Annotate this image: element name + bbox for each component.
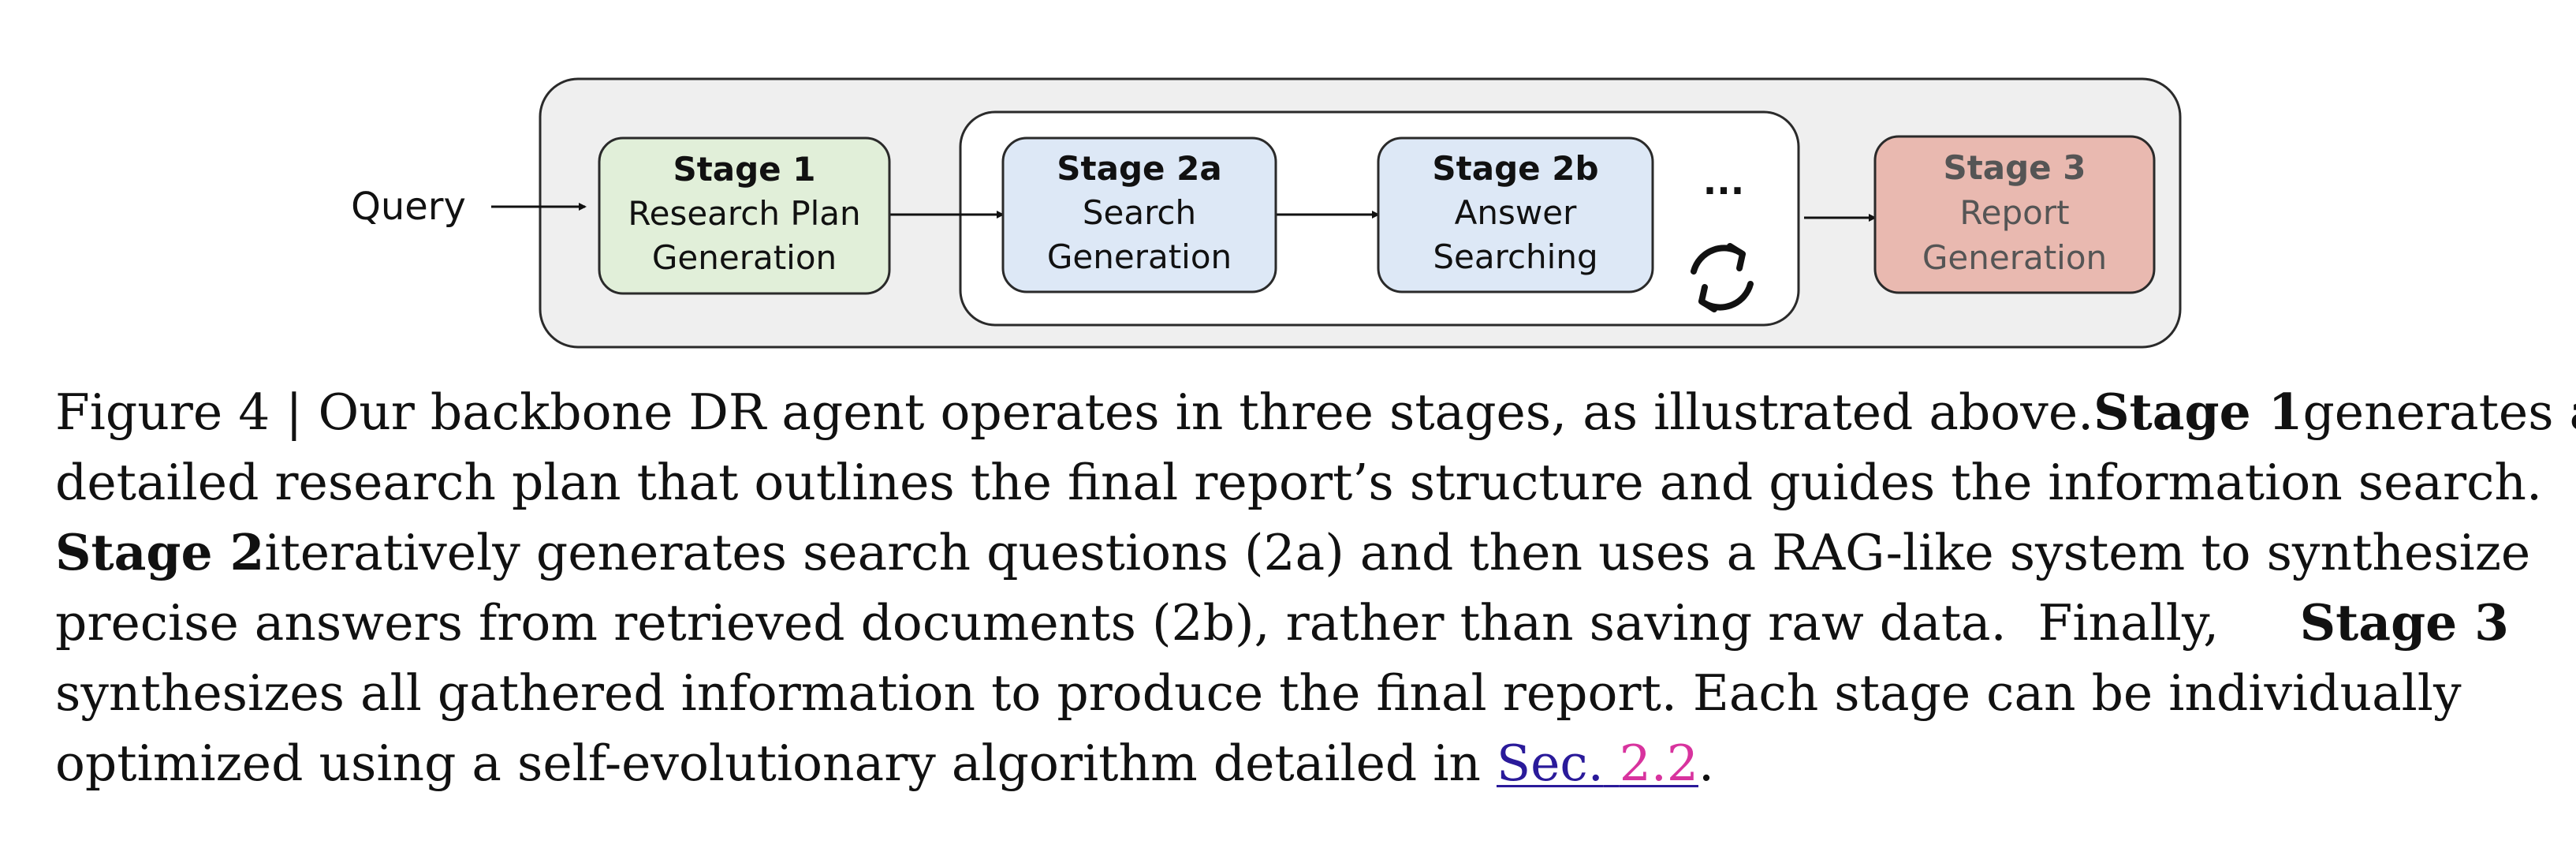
stage2a-line2: Generation <box>1047 237 1232 276</box>
caption-text: optimized using a self-evolutionary algo… <box>55 734 1497 792</box>
caption-stage2-bold: Stage 2 <box>55 523 265 581</box>
loop-icon <box>1691 243 1754 312</box>
stage3-title: Stage 3 <box>1943 148 2086 187</box>
stage2a-title: Stage 2a <box>1057 149 1221 188</box>
section-link[interactable]: Sec. 2.2 <box>1497 734 1698 792</box>
caption-period: . <box>1698 734 1715 792</box>
section-link-label: Sec. <box>1496 734 1604 792</box>
stage1-title: Stage 1 <box>673 150 815 189</box>
stage1-line1: Research Plan <box>628 194 860 233</box>
stage3-line2: Generation <box>1922 238 2107 277</box>
caption-text: detailed research plan that outlines the… <box>55 454 2542 511</box>
caption-stage1-bold: Stage 1 <box>2093 383 2303 441</box>
caption-text: iteratively generates search questions (… <box>264 524 2531 581</box>
stage2b-line1: Answer <box>1455 193 1577 232</box>
stage2b-line2: Searching <box>1433 237 1597 276</box>
query-label: Query <box>351 185 466 229</box>
caption-stage3-bold: Stage 3 <box>2299 593 2509 652</box>
caption-text: precise answers from retrieved documents… <box>55 594 2220 652</box>
caption-line-6: optimized using a self-evolutionary algo… <box>55 728 2509 798</box>
stage3-line1: Report <box>1959 193 2069 232</box>
stage3-node: Stage 3 Report Generation <box>1873 135 2156 294</box>
pipeline-diagram: Query Stage 1 Research Plan Generation S… <box>351 77 2182 349</box>
stage2a-node: Stage 2a Search Generation <box>1001 136 1277 293</box>
caption-line-3: Stage 2 iteratively generates search que… <box>55 518 2530 588</box>
stage1-line2: Generation <box>652 238 837 277</box>
caption-line-2: detailed research plan that outlines the… <box>55 447 2542 518</box>
caption-text: synthesizes all gathered information to … <box>55 664 2462 722</box>
caption-text: generates a <box>2302 383 2576 441</box>
caption-text: Figure 4 | Our backbone DR agent operate… <box>55 383 2094 441</box>
stage2b-node: Stage 2b Answer Searching <box>1377 136 1654 293</box>
caption-line-1: Figure 4 | Our backbone DR agent operate… <box>55 377 2576 447</box>
section-link-number: 2.2 <box>1619 734 1698 792</box>
figure-caption: Figure 4 | Our backbone DR agent operate… <box>55 377 2576 798</box>
ellipsis-label: ... <box>1703 160 1744 203</box>
stage2b-title: Stage 2b <box>1432 149 1598 188</box>
stage1-node: Stage 1 Research Plan Generation <box>598 136 891 295</box>
caption-line-4: precise answers from retrieved documents… <box>55 588 2509 658</box>
stage2a-line1: Search <box>1083 193 1196 232</box>
caption-line-5: synthesizes all gathered information to … <box>55 658 2509 728</box>
